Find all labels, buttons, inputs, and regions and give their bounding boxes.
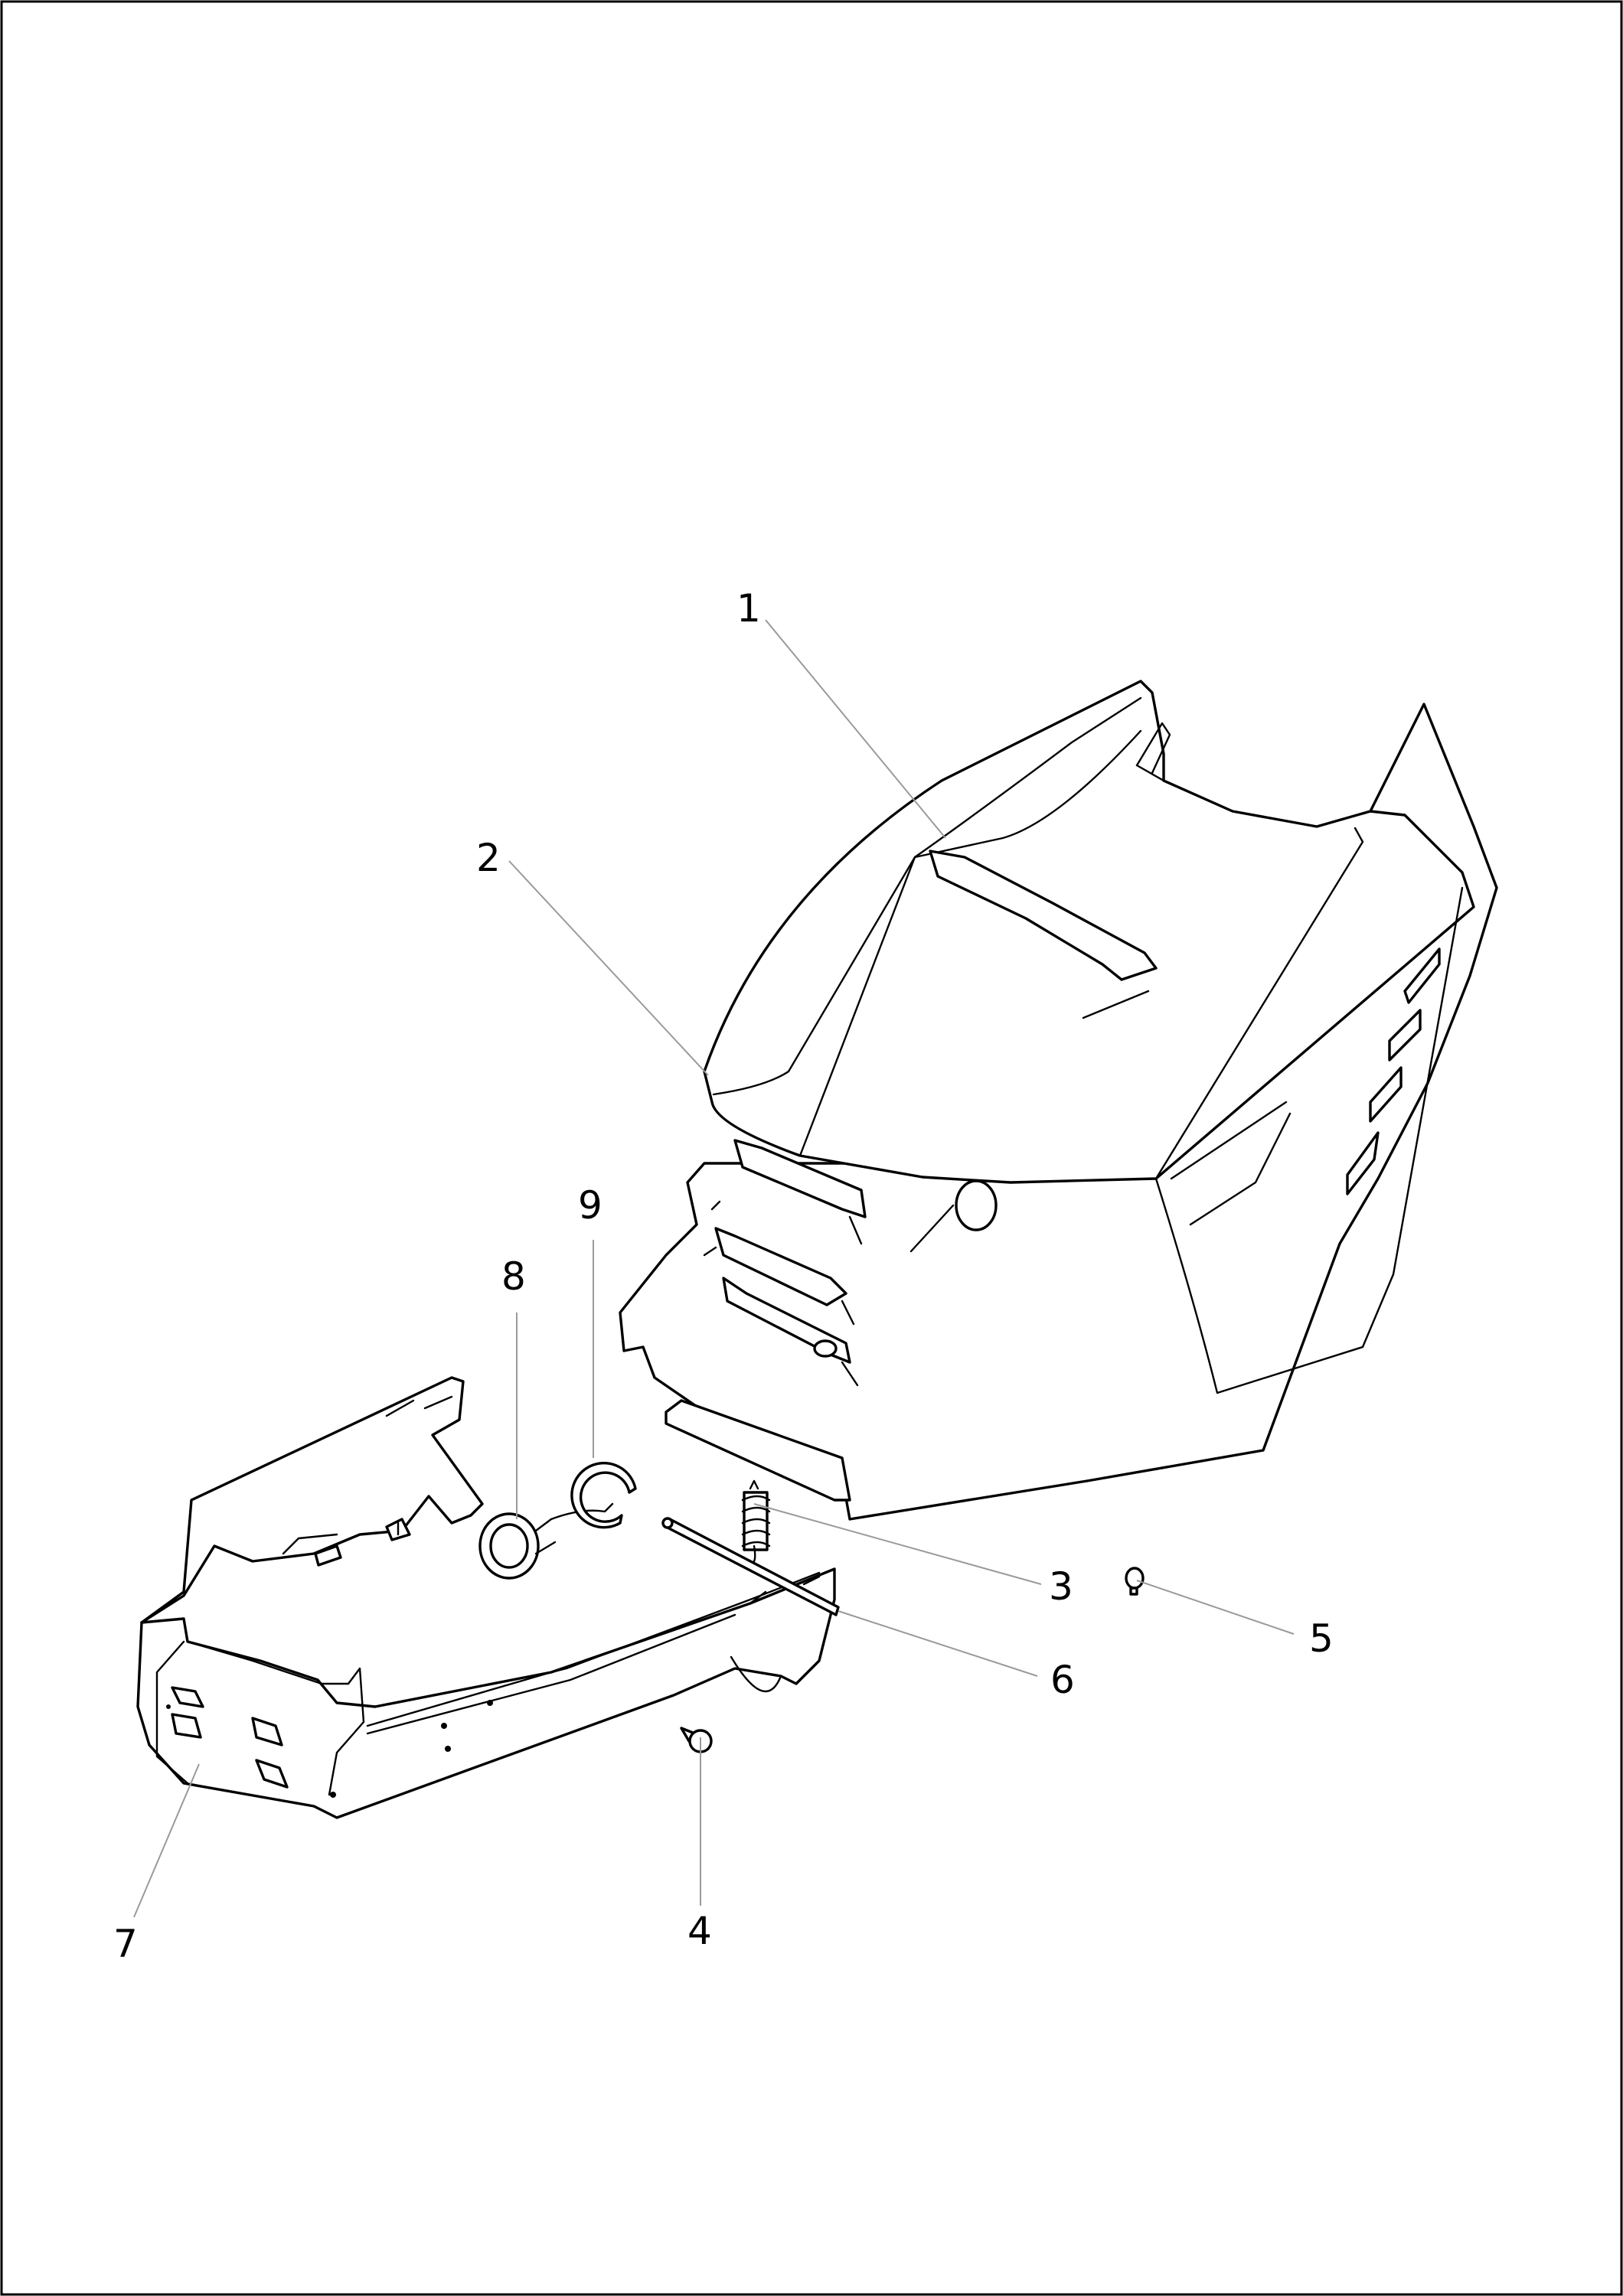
leader-lines bbox=[133, 619, 1295, 1918]
callout-9: 9 bbox=[578, 1183, 603, 1228]
retaining-clip bbox=[570, 1461, 637, 1529]
callout-3: 3 bbox=[1049, 1564, 1073, 1609]
seat-bracket bbox=[136, 1376, 836, 1819]
seat-switch bbox=[478, 1502, 614, 1580]
callout-8: 8 bbox=[501, 1254, 526, 1299]
callout-6: 6 bbox=[1050, 1658, 1075, 1702]
callout-5: 5 bbox=[1309, 1616, 1334, 1661]
callout-1: 1 bbox=[736, 586, 761, 631]
tension-spring bbox=[741, 1479, 771, 1564]
hood-shell bbox=[619, 680, 1498, 1521]
pivot-rod bbox=[661, 1517, 840, 1616]
callout-4: 4 bbox=[687, 1909, 712, 1953]
nut bbox=[1125, 1567, 1145, 1596]
callout-2: 2 bbox=[476, 836, 501, 880]
callout-7: 7 bbox=[113, 1922, 138, 1966]
callouts: 1 2 3 4 5 6 7 8 9 bbox=[113, 586, 1334, 1966]
bolt bbox=[680, 1727, 713, 1753]
